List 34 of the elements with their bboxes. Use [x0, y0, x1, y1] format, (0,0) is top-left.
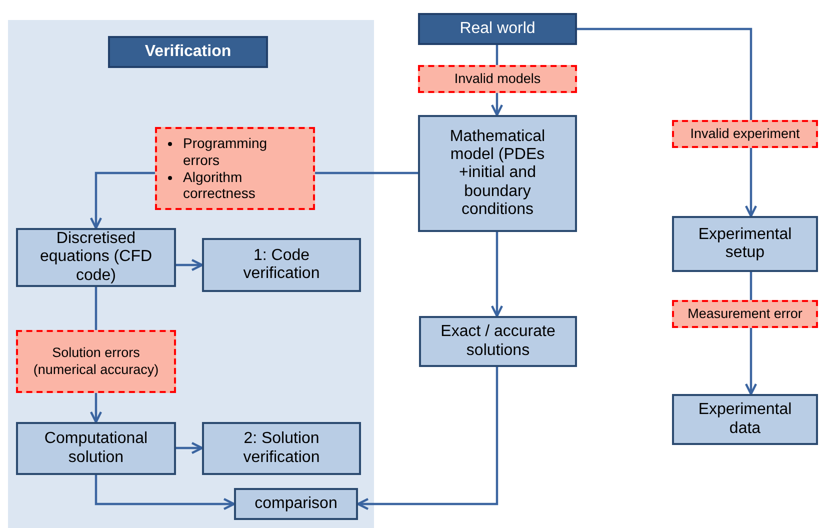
error-note-box: Solution errors (numerical accuracy): [16, 330, 176, 393]
connector-line: [577, 28, 752, 120]
process-box: 1: Code verification: [202, 238, 361, 292]
process-box: Experimental data: [672, 394, 818, 445]
bullet-item: Programming errors: [161, 134, 291, 168]
error-note-box: [155, 127, 315, 210]
arrow: [90, 393, 102, 424]
arrow: [356, 367, 498, 510]
arrow: [490, 232, 504, 318]
process-box: Real world: [418, 13, 577, 45]
arrow: [176, 442, 204, 454]
error-note-box: Measurement error: [672, 300, 818, 328]
connector-line: [750, 272, 752, 300]
arrow: [90, 172, 155, 230]
arrow: [176, 258, 204, 272]
process-box: comparison: [234, 488, 358, 520]
arrow: [744, 328, 758, 396]
process-box: Exact / accurate solutions: [419, 316, 577, 367]
process-box: Experimental setup: [672, 216, 818, 272]
process-box: Discretised equations (CFD code): [16, 228, 176, 287]
connector-line: [94, 287, 98, 330]
arrow: [490, 93, 504, 116]
arrow: [94, 475, 236, 510]
error-note-box: Invalid models: [418, 65, 577, 93]
process-box: Computational solution: [16, 422, 176, 475]
error-note-box: Invalid experiment: [672, 120, 818, 148]
process-box: 2: Solution verification: [202, 422, 361, 475]
group-panel: [8, 20, 374, 528]
connector-line: [315, 172, 418, 174]
process-box: Mathematical model (PDEs +initial and boundary conditions: [418, 115, 577, 232]
arrow: [744, 148, 758, 218]
bullet-item: Algorithm correctness: [161, 168, 291, 202]
heading-box: Verification: [108, 36, 268, 68]
connector-line: [496, 45, 498, 65]
